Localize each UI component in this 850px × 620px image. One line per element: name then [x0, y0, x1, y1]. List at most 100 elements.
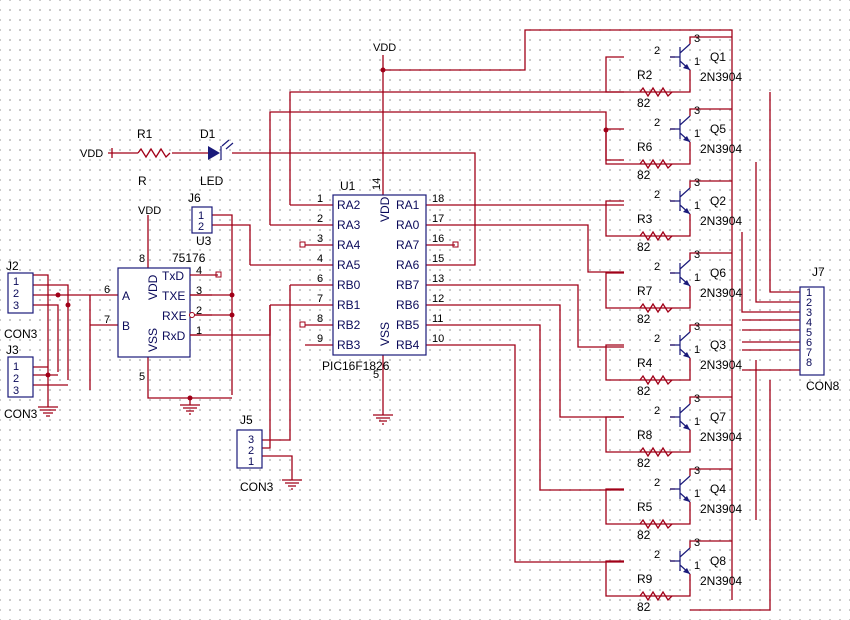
ground-symbols: [38, 404, 393, 490]
u1-pin-name-ra6: RA6: [396, 258, 420, 272]
r1-value: R: [138, 174, 147, 188]
connector-j7: J7 CON8: [799, 265, 840, 393]
emitter-pin: 1: [694, 344, 700, 356]
j5-pin2: 2: [248, 445, 254, 457]
npn-transistor-icon: [670, 403, 691, 431]
u1-pin-name-rb2: RB2: [337, 318, 361, 332]
npn-transistor-icon: [670, 259, 691, 287]
u3-vss-pin: 5: [139, 371, 145, 383]
resistor-ref: R3: [637, 212, 653, 226]
transistor-ref: Q2: [710, 194, 726, 208]
transistor-part: 2N3904: [700, 430, 742, 444]
u1-vdd-pin: 14: [371, 178, 383, 190]
u1-pin-name-ra5: RA5: [337, 258, 361, 272]
j2-pin2: 2: [13, 288, 19, 300]
resistor-value: 82: [637, 168, 651, 182]
j2-ref: J2: [6, 259, 19, 273]
j7-pin4: 4: [806, 317, 812, 329]
u1-pin-num-18: 18: [432, 193, 444, 205]
j2-value: CON3: [4, 327, 38, 341]
base-pin: 2: [654, 117, 660, 129]
u1-pin-name-rb5: RB5: [396, 318, 420, 332]
junction-dots: [45, 67, 609, 401]
emitter-arrow-icon: [683, 136, 690, 142]
npn-transistor-icon: [670, 547, 691, 575]
j7-pin2: 2: [806, 297, 812, 309]
transistor-ref: Q4: [710, 482, 726, 496]
vdd-label-r1: VDD: [80, 148, 103, 160]
base-pin: 2: [654, 45, 660, 57]
j7-pin6: 6: [806, 337, 812, 349]
u1-pin-num-11: 11: [432, 313, 443, 325]
base-pin: 2: [654, 405, 660, 417]
j3-ref: J3: [6, 343, 19, 357]
base-resistor: [639, 158, 673, 170]
transistor-part: 2N3904: [700, 502, 742, 516]
npn-transistor-icon: [670, 43, 691, 71]
j3-pin1: 1: [13, 361, 19, 373]
emitter-arrow-icon: [683, 496, 690, 502]
emitter-arrow-icon: [683, 280, 690, 286]
j5-pin1: 1: [248, 456, 254, 468]
j7-pin3: 3: [806, 307, 812, 319]
u3-pin-rxe-num: 2: [196, 305, 202, 317]
collector-pin: 3: [694, 465, 700, 477]
vdd-label-u1: VDD: [373, 42, 396, 54]
j7-pin5: 5: [806, 327, 812, 339]
j7-pin1: 1: [806, 287, 812, 299]
transistor-part: 2N3904: [700, 358, 742, 372]
transistor-part: 2N3904: [700, 70, 742, 84]
emitter-pin: 1: [694, 560, 700, 572]
j7-value: CON8: [806, 379, 840, 393]
resistor-value: 82: [637, 240, 651, 254]
resistor-value: 82: [637, 96, 651, 110]
u3-pin-a-num: 6: [104, 284, 110, 296]
base-resistor: [639, 86, 673, 98]
j6-ref: J6: [188, 191, 201, 205]
emitter-pin: 1: [694, 200, 700, 212]
wires: [33, 29, 800, 611]
npn-transistor-icon: [670, 187, 691, 215]
base-pin: 2: [654, 549, 660, 561]
emitter-arrow-icon: [683, 208, 690, 214]
j5-ref: J5: [240, 413, 253, 427]
r1-ref: R1: [137, 127, 153, 141]
j6-pin1: 1: [198, 210, 204, 222]
base-resistor: [639, 374, 673, 386]
u1-pin-name-rb4: RB4: [396, 338, 420, 352]
base-pin: 2: [654, 333, 660, 345]
transistor-part: 2N3904: [700, 142, 742, 156]
j6-pin2: 2: [198, 221, 204, 233]
j3-value: CON3: [4, 407, 38, 421]
ic-u3: 75176 A B 6 7 TxD TXE RXE RxD 4 3 2 1 VD…: [104, 251, 222, 383]
u1-vss-pin: 5: [373, 369, 379, 381]
u1-pin-num-9: 9: [317, 333, 323, 345]
u1-pin-name-ra3: RA3: [337, 218, 361, 232]
u1-pin-num-4: 4: [317, 253, 323, 265]
base-resistor: [639, 590, 673, 602]
emitter-pin: 1: [694, 272, 700, 284]
u1-pin-num-1: 1: [317, 193, 323, 205]
npn-transistor-icon: [670, 475, 691, 503]
u3-vss-name: VSS: [146, 328, 160, 352]
base-resistor: [639, 446, 673, 458]
transistor-ref: Q1: [710, 50, 726, 64]
transistor-part: 2N3904: [700, 286, 742, 300]
j2-pin3: 3: [13, 300, 19, 312]
emitter-arrow-icon: [683, 64, 690, 70]
transistor-ref: Q5: [710, 122, 726, 136]
j7-pin8: 8: [806, 357, 812, 369]
u3-pin-txe-name: TXE: [162, 289, 185, 303]
transistor-ref: Q8: [710, 554, 726, 568]
u1-ref: U1: [340, 179, 356, 193]
u3-pin-rxd-num: 1: [196, 325, 202, 337]
collector-pin: 3: [694, 537, 700, 549]
u1-pin-num-10: 10: [432, 333, 444, 345]
d1-ref: D1: [200, 127, 216, 141]
u1-vss-name: VSS: [378, 322, 392, 346]
